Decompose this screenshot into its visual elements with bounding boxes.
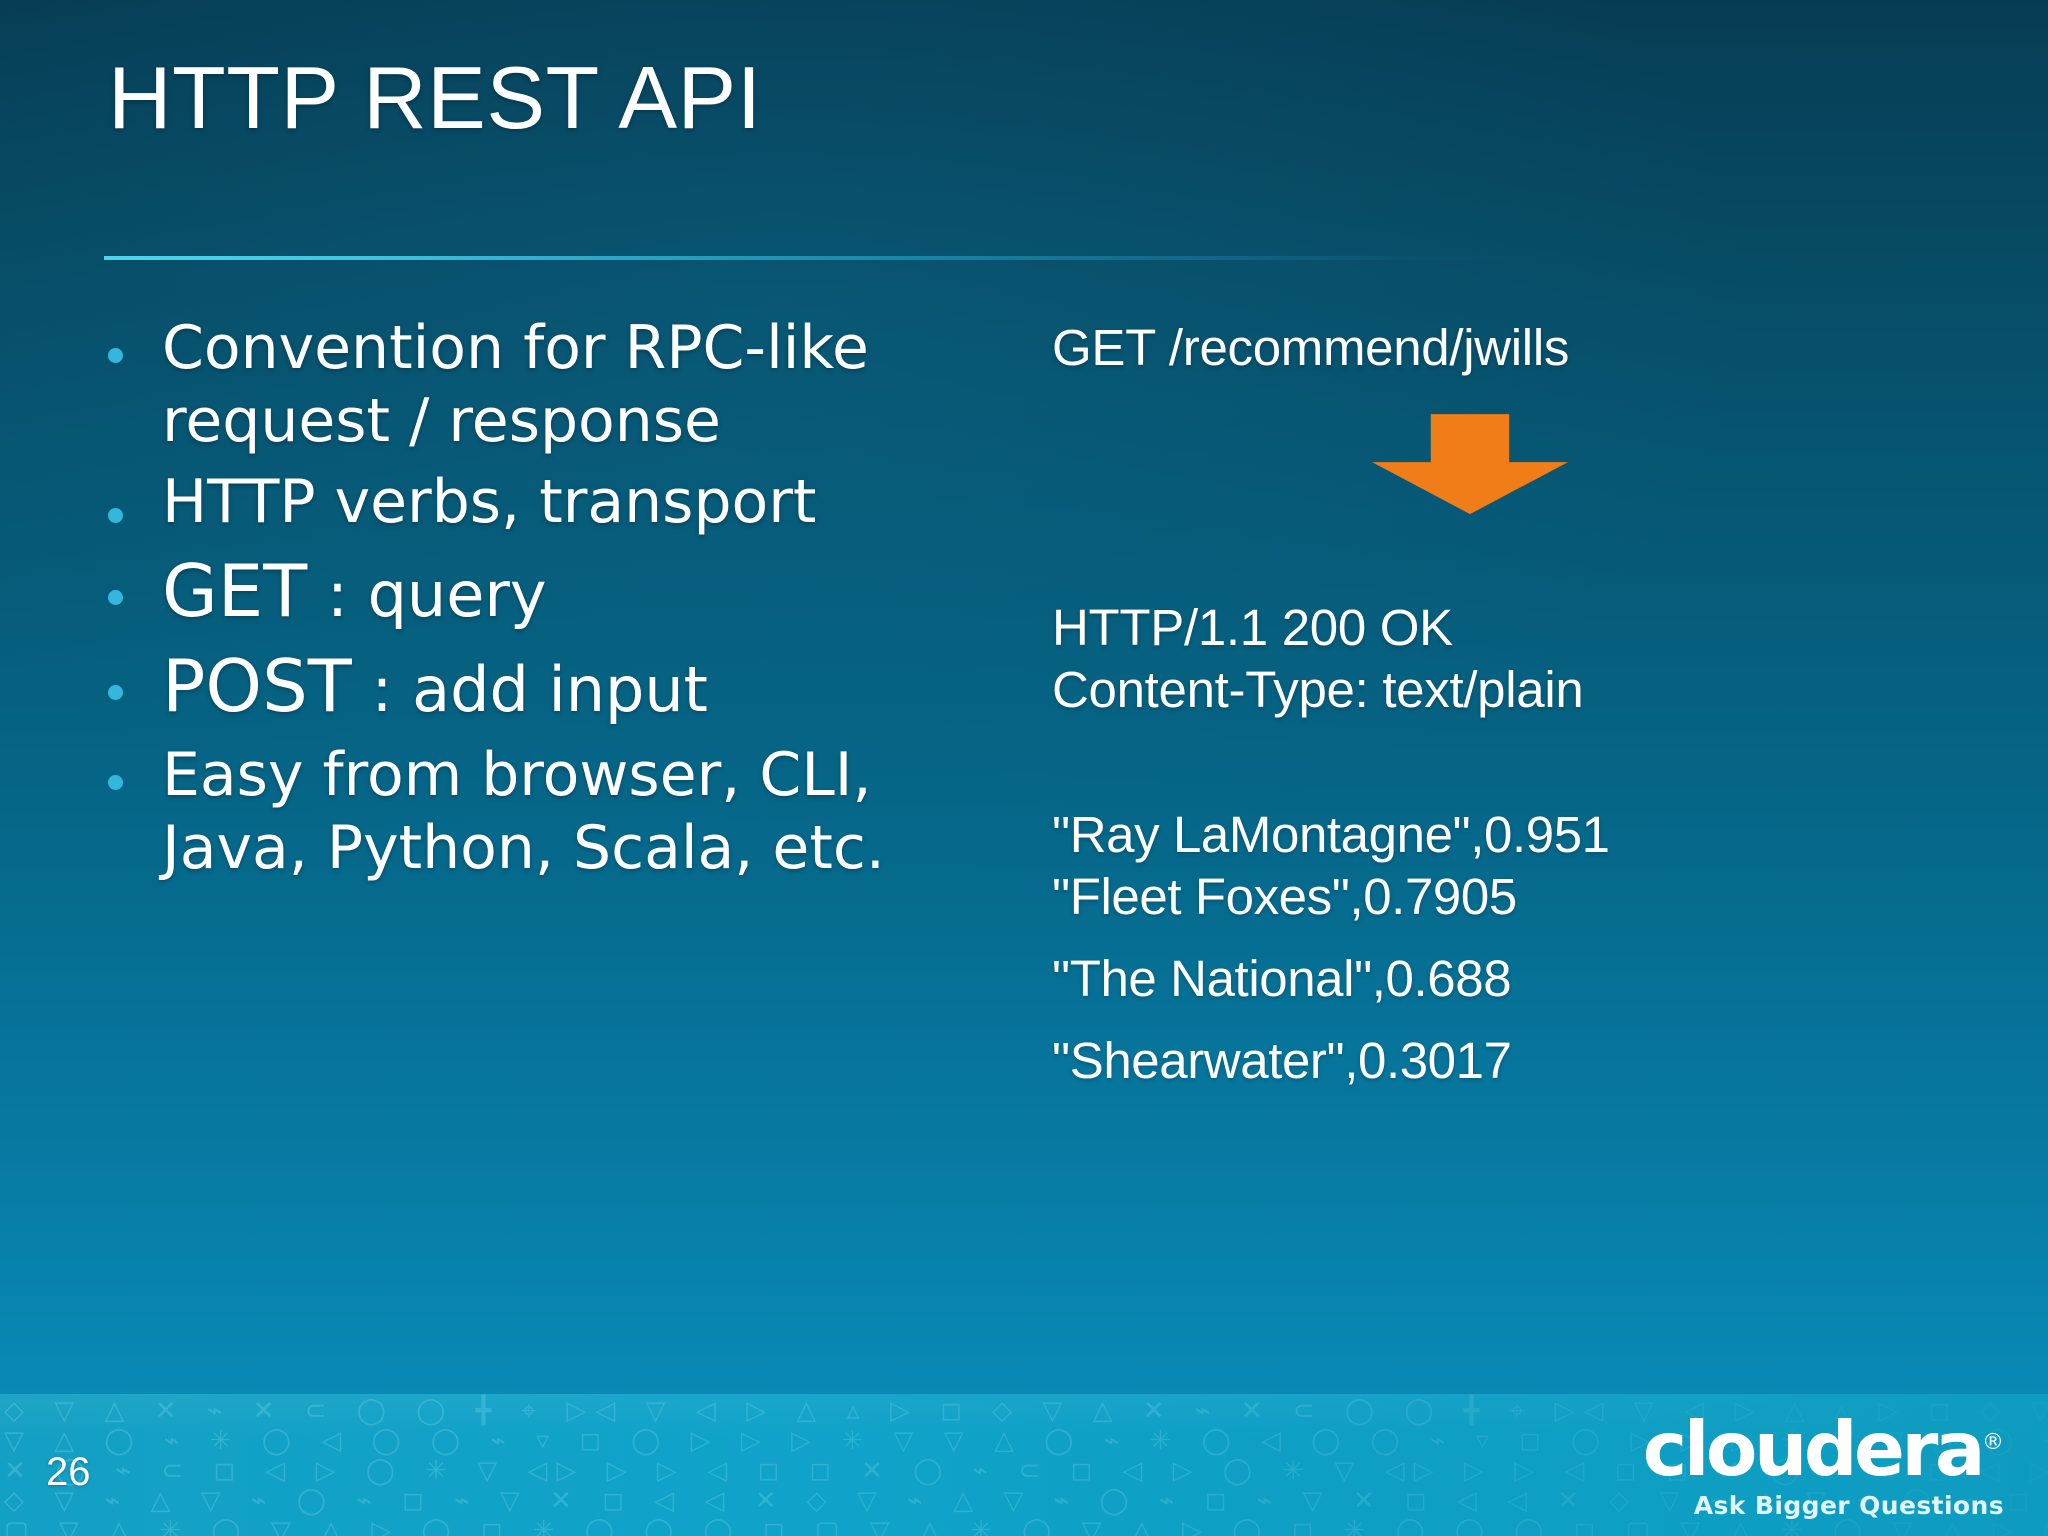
slide-footer: ◇ ▽ △ ✕ ⌁ ✕ ⊂ ◯ ◯ ╋ ⌖ ▷◁ ▽ ◁ ▷ △ ▵ ▷ ◻ ◇… (0, 1394, 2048, 1536)
bullet-dot-icon (108, 348, 123, 363)
verb-separator: : (307, 557, 368, 631)
bullet-label: POST : add input (162, 643, 968, 731)
http-verb-post: POST (162, 644, 352, 729)
bullet-label: GET : query (162, 548, 968, 636)
arrow-down-icon (1372, 414, 1568, 515)
list-item: POST : add input (108, 643, 968, 731)
bullet-dot-icon (108, 775, 123, 791)
arrow-container (1052, 414, 1992, 519)
logo-tagline: Ask Bigger Questions (1693, 1491, 2004, 1520)
http-request-line: GET /recommend/jwills (1052, 319, 1570, 376)
response-headers: HTTP/1.1 200 OK Content-Type: text/plain (1052, 597, 1992, 721)
http-content-type: Content-Type: text/plain (1052, 661, 1584, 719)
bullet-label: Convention for RPC-like request / respon… (162, 313, 869, 457)
list-item: Convention for RPC-like request / respon… (108, 312, 968, 458)
bullet-label: Easy from browser, CLI, Java, Python, Sc… (162, 740, 885, 884)
list-item: HTTP verbs, transport (108, 466, 968, 539)
http-verb-get: GET (162, 548, 308, 633)
request-response-panel: GET /recommend/jwills HTTP/1.1 200 OK Co… (1052, 319, 1992, 1093)
verb-description: query (367, 557, 547, 631)
bullet-dot-icon (108, 589, 123, 605)
bullet-label: HTTP verbs, transport (162, 467, 817, 538)
registered-mark-icon: ® (1982, 1430, 2004, 1455)
list-item: Easy from browser, CLI, Java, Python, Sc… (108, 739, 968, 885)
verb-description: add input (412, 653, 708, 727)
response-body-rows: "Ray LaMontagne",0.951 "Fleet Foxes",0.7… (1052, 804, 1992, 1093)
bullet-list: Convention for RPC-like request / respon… (108, 312, 968, 894)
verb-separator: : (351, 653, 413, 727)
page-number: 26 (46, 1450, 91, 1494)
logo-text: cloudera (1642, 1405, 1986, 1493)
bullet-dot-icon (108, 508, 123, 524)
response-row: "Ray LaMontagne",0.951 (1052, 805, 1610, 863)
logo-wordmark: cloudera® (1643, 1412, 2004, 1487)
list-item: GET : query (108, 548, 968, 636)
response-row: "Shearwater",0.3017 (1052, 1032, 1512, 1090)
page-title: HTTP REST API (108, 48, 762, 147)
title-divider-rule (104, 256, 1549, 260)
response-row: "Fleet Foxes",0.7905 (1052, 867, 1517, 925)
bullet-dot-icon (108, 685, 123, 701)
cloudera-logo: cloudera® Ask Bigger Questions (1643, 1412, 2004, 1520)
http-status-line: HTTP/1.1 200 OK (1052, 599, 1453, 657)
response-row: "The National",0.688 (1052, 949, 1512, 1007)
